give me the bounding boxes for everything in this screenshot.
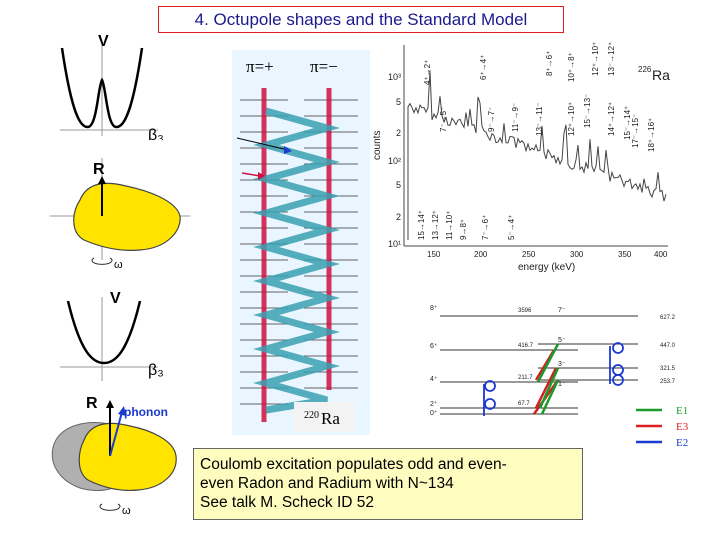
isotope-symbol-ra: Ra — [652, 67, 670, 83]
page-title: 4. Octupole shapes and the Standard Mode… — [158, 6, 564, 33]
legend-e2-label: E2 — [676, 437, 688, 449]
y-tick-500: 5 — [396, 97, 401, 107]
peak-label: 15⁻→13⁻ — [583, 94, 592, 128]
left-level-spin-0: 0⁺ — [430, 410, 438, 417]
right-level-energy-1: 253.7 — [660, 379, 676, 385]
x-tick-400: 400 — [654, 250, 668, 259]
peak-label: 12⁺→10⁺ — [567, 102, 576, 136]
header-positive-parity: π=+ — [246, 57, 274, 76]
level-scheme-220ra: π=+ π=− 220 Ra — [232, 50, 370, 435]
peak-label: 6⁺→4⁺ — [479, 55, 488, 80]
peak-label: 5⁻→4⁺ — [507, 215, 516, 240]
x-tick-200: 200 — [474, 250, 488, 259]
gamma-spectrum-226ra: counts energy (keV) 10³ 5 2 10² 5 2 10¹ … — [372, 42, 670, 273]
caption-line-3: See talk M. Scheck ID 52 — [200, 494, 375, 511]
potential-top-ylabel: V — [98, 33, 109, 50]
x-tick-150: 150 — [427, 250, 441, 259]
peak-label: 13→12⁺ — [431, 210, 440, 240]
peak-label: 7⁻→6⁺ — [481, 215, 490, 240]
caption-line-1: Coulomb excitation populates odd and eve… — [200, 456, 507, 473]
peak-label: 11⁻→9⁻ — [511, 103, 520, 132]
potential-double-well: V β₃ — [60, 33, 164, 140]
x-tick-300: 300 — [570, 250, 584, 259]
left-level-energy-8: 3596 — [518, 308, 532, 314]
x-tick-350: 350 — [618, 250, 632, 259]
y-tick-200: 2 — [396, 128, 401, 138]
left-level-spin-6: 6⁺ — [430, 343, 438, 350]
spectrum-ylabel: counts — [372, 131, 383, 160]
potential-top-xlabel: β₃ — [148, 127, 164, 140]
left-level-spin-8: 8⁺ — [430, 305, 438, 312]
shape-bottom-axis-label: R — [86, 395, 98, 412]
right-level-spin-5: 5⁻ — [558, 337, 566, 344]
right-level-spin-7: 7⁻ — [558, 307, 566, 314]
y-tick-1000: 10³ — [388, 72, 401, 82]
potential-single-well: V β₃ — [60, 290, 164, 381]
octupole-shape-static: R ω — [50, 158, 190, 271]
caption-box: Coulomb excitation populates odd and eve… — [193, 448, 583, 520]
potential-bottom-ylabel: V — [110, 290, 121, 307]
isotope-mass-226: 226 — [638, 65, 652, 74]
y-tick-100: 10² — [388, 156, 401, 166]
peak-label: 14⁺→12⁺ — [607, 102, 616, 136]
shape-bottom-rotation-label: ω — [122, 505, 131, 517]
right-level-spin-3: 3⁻ — [558, 361, 566, 368]
left-level-energy-2: 67.7 — [518, 401, 530, 407]
right-level-spin-1: 1⁻ — [558, 381, 566, 388]
caption-line-2: even Radon and Radium with N~134 — [200, 475, 454, 492]
spectrum-xlabel: energy (keV) — [518, 262, 575, 273]
potential-bottom-xlabel: β₃ — [148, 362, 164, 379]
octupole-shape-vibrating: R phonon ω — [51, 395, 177, 517]
peak-label: 11→10⁺ — [445, 211, 454, 240]
left-level-energy-6: 416.7 — [518, 343, 534, 349]
right-level-energy-7: 627.2 — [660, 315, 676, 321]
peak-label: 18⁺→16⁺ — [647, 118, 656, 152]
nucleus-mass-220: 220 — [304, 410, 319, 421]
legend-e1-label: E1 — [676, 405, 688, 417]
peak-label: 17⁻→15⁻ — [631, 114, 640, 148]
peak-label: 12⁺→10⁺ — [591, 42, 600, 76]
peak-label: 4⁺→2⁺ — [423, 60, 432, 85]
peak-label: 9→8⁺ — [459, 219, 468, 240]
right-level-energy-5: 447.0 — [660, 343, 676, 349]
peak-label: 7⁻→5⁻ — [439, 107, 448, 132]
peak-label: 13⁻→11⁻ — [535, 102, 544, 136]
legend-e3-label: E3 — [676, 421, 689, 433]
left-level-spin-4: 4⁺ — [430, 376, 438, 383]
left-level-spin-2: 2⁺ — [430, 401, 438, 408]
peak-label: 15⁻→14⁺ — [623, 106, 632, 140]
peak-label: 10⁺→8⁺ — [567, 52, 576, 82]
header-negative-parity: π=− — [310, 57, 338, 76]
phonon-label: phonon — [124, 405, 168, 419]
y-tick-50: 5 — [396, 180, 401, 190]
peak-label: 8⁺→6⁺ — [545, 51, 554, 76]
peak-label: 9⁻→7⁻ — [487, 107, 496, 132]
peak-label: 13⁻→12⁺ — [607, 42, 616, 76]
decay-scheme: 8⁺ 3596 6⁺ 416.7 4⁺ 211.7 2⁺ 67.7 0⁺ 7⁻ … — [430, 305, 689, 449]
shape-top-rotation-label: ω — [114, 259, 123, 271]
y-tick-20: 2 — [396, 212, 401, 222]
right-level-energy-3: 321.5 — [660, 366, 676, 372]
y-tick-10: 10¹ — [388, 239, 401, 249]
nucleus-symbol-ra: Ra — [321, 409, 340, 428]
left-level-energy-4: 211.7 — [518, 375, 533, 381]
x-tick-250: 250 — [522, 250, 536, 259]
shape-top-axis-label: R — [93, 161, 105, 178]
peak-label: 15→14⁺ — [417, 210, 426, 240]
